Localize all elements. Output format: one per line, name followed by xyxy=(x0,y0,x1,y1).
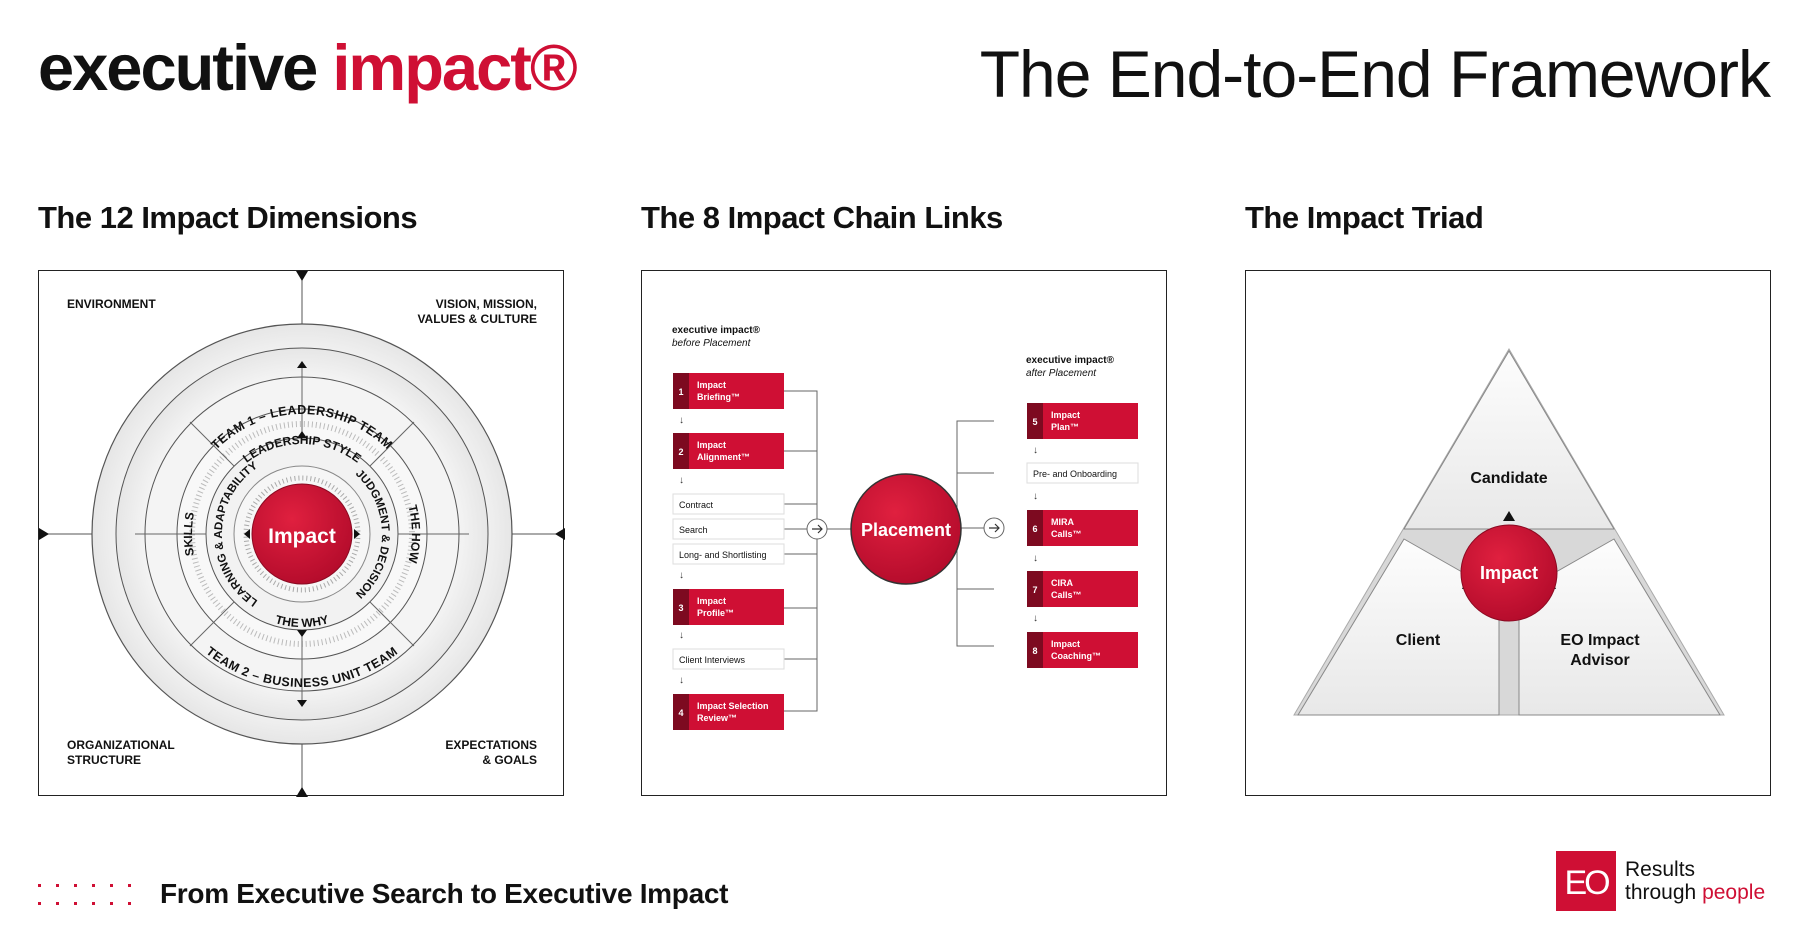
corner-vision-1: VISION, MISSION, xyxy=(436,297,537,311)
dimensions-center-label: Impact xyxy=(268,525,336,548)
svg-text:Review™: Review™ xyxy=(697,713,737,723)
plain-contract: Contract xyxy=(672,493,785,515)
down-arrow: ↓ xyxy=(679,415,684,426)
logo-line-2b: people xyxy=(1702,881,1766,904)
svg-text:8: 8 xyxy=(1032,646,1037,656)
svg-text:7: 7 xyxy=(1032,585,1037,595)
svg-text:1: 1 xyxy=(678,387,683,397)
svg-text:Impact: Impact xyxy=(697,440,726,450)
corner-environment: ENVIRONMENT xyxy=(67,297,156,311)
dotted-decoration xyxy=(38,884,131,905)
svg-text:Plan™: Plan™ xyxy=(1051,422,1079,432)
after-heading: executive impact® xyxy=(1026,355,1115,366)
triad-panel: Impact Candidate Client EO Impact Adviso… xyxy=(1245,270,1771,796)
triad-center-circle xyxy=(1460,524,1558,622)
svg-text:CIRA: CIRA xyxy=(1051,578,1073,588)
svg-text:Alignment™: Alignment™ xyxy=(697,452,750,462)
step-5: 5 Impact Plan™ xyxy=(1027,403,1138,439)
svg-text:Impact: Impact xyxy=(1051,410,1080,420)
down-arrow: ↓ xyxy=(1033,445,1038,456)
before-heading: executive impact® xyxy=(672,325,761,336)
dimensions-diagram: Impact TEAM 1 – LEADERSHIP TEAM TEAM 2 –… xyxy=(39,271,565,797)
triad-top-segment xyxy=(1403,350,1615,530)
chain-diagram: executive impact® before Placement execu… xyxy=(672,325,1139,730)
svg-text:Impact Selection: Impact Selection xyxy=(697,701,769,711)
svg-text:Impact: Impact xyxy=(1051,639,1080,649)
arrow-connector-left xyxy=(806,518,828,540)
down-arrow: ↓ xyxy=(679,475,684,486)
corner-org-2: STRUCTURE xyxy=(67,753,141,767)
plain-search: Search xyxy=(672,518,785,540)
step-2: 2 Impact Alignment™ xyxy=(673,433,784,469)
corner-expectations-1: EXPECTATIONS xyxy=(445,738,537,752)
triad-advisor-2: Advisor xyxy=(1570,652,1630,669)
corner-org-1: ORGANIZATIONAL xyxy=(67,738,175,752)
after-subheading: after Placement xyxy=(1026,368,1097,379)
down-arrow: ↓ xyxy=(1033,491,1038,502)
svg-text:Pre- and Onboarding: Pre- and Onboarding xyxy=(1033,469,1117,479)
step-4: 4 Impact Selection Review™ xyxy=(673,694,784,730)
triad-title: The Impact Triad xyxy=(1245,200,1484,235)
svg-text:Search: Search xyxy=(679,525,708,535)
the-why-label: THE WHY xyxy=(274,612,330,630)
svg-text:Impact: Impact xyxy=(697,596,726,606)
dimensions-title: The 12 Impact Dimensions xyxy=(38,200,418,235)
footer-tagline: From Executive Search to Executive Impac… xyxy=(160,878,729,909)
svg-text:Contract: Contract xyxy=(679,500,714,510)
svg-text:5: 5 xyxy=(1032,417,1037,427)
svg-text:Calls™: Calls™ xyxy=(1051,529,1082,539)
svg-text:Client Interviews: Client Interviews xyxy=(679,655,746,665)
triad-center-label: Impact xyxy=(1480,563,1538,583)
the-how-label: THE HOW xyxy=(405,503,423,564)
placement-label: Placement xyxy=(861,520,951,540)
eo-logo-mark: EO xyxy=(1564,864,1609,902)
brand-word-executive: executive xyxy=(38,31,318,104)
svg-text:Profile™: Profile™ xyxy=(697,608,734,618)
page-title: The End-to-End Framework xyxy=(979,37,1771,111)
svg-text:Briefing™: Briefing™ xyxy=(697,392,740,402)
corner-expectations-2: & GOALS xyxy=(482,753,537,767)
chain-panel: executive impact® before Placement execu… xyxy=(641,270,1167,796)
brand-logo: executive impact® xyxy=(38,30,578,105)
svg-text:2: 2 xyxy=(678,447,683,457)
down-arrow: ↓ xyxy=(1033,613,1038,624)
plain-longlisting: Long- and Shortlisting xyxy=(672,543,785,565)
svg-text:Calls™: Calls™ xyxy=(1051,590,1082,600)
svg-text:Long- and Shortlisting: Long- and Shortlisting xyxy=(679,550,767,560)
svg-text:4: 4 xyxy=(678,708,683,718)
down-arrow: ↓ xyxy=(679,630,684,641)
svg-text:Coaching™: Coaching™ xyxy=(1051,651,1101,661)
arrow-connector-right xyxy=(983,517,1005,539)
down-arrow: ↓ xyxy=(679,570,684,581)
brand-word-impact: impact® xyxy=(332,31,577,104)
step-3: 3 Impact Profile™ xyxy=(673,589,784,625)
before-subheading: before Placement xyxy=(672,338,752,349)
logo-tagline: Results through people xyxy=(1625,858,1765,904)
triad-candidate: Candidate xyxy=(1470,470,1547,487)
step-1: 1 Impact Briefing™ xyxy=(673,373,784,409)
corner-vision-2: VALUES & CULTURE xyxy=(417,312,537,326)
step-6: 6 MIRA Calls™ xyxy=(1027,510,1138,546)
plain-onboarding: Pre- and Onboarding xyxy=(1026,462,1139,484)
svg-text:3: 3 xyxy=(678,603,683,613)
triad-diagram: Impact Candidate Client EO Impact Adviso… xyxy=(1293,348,1725,716)
skills-label: SKILLS xyxy=(181,511,197,557)
svg-text:MIRA: MIRA xyxy=(1051,517,1074,527)
logo-line-2a: through xyxy=(1625,881,1697,904)
step-7: 7 CIRA Calls™ xyxy=(1027,571,1138,607)
step-8: 8 Impact Coaching™ xyxy=(1027,632,1138,668)
logo-line-1: Results xyxy=(1625,858,1696,881)
down-arrow: ↓ xyxy=(1033,553,1038,564)
triad-advisor-1: EO Impact xyxy=(1560,632,1640,649)
dimensions-panel: Impact TEAM 1 – LEADERSHIP TEAM TEAM 2 –… xyxy=(38,270,565,797)
svg-text:Impact: Impact xyxy=(697,380,726,390)
chain-title: The 8 Impact Chain Links xyxy=(641,200,1003,235)
down-arrow: ↓ xyxy=(679,675,684,686)
svg-text:6: 6 xyxy=(1032,524,1037,534)
triad-client: Client xyxy=(1396,632,1441,649)
placement-circle xyxy=(850,473,962,585)
eo-logo: EO xyxy=(1556,851,1616,911)
plain-client-interviews: Client Interviews xyxy=(672,648,785,670)
